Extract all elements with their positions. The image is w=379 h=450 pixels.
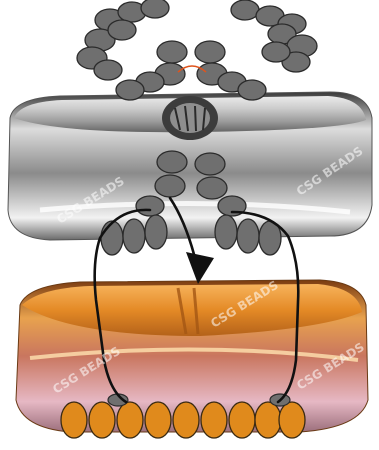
seed-bead-5 xyxy=(201,402,227,438)
seed-bead-9 xyxy=(61,402,87,438)
seed-bead-4 xyxy=(173,402,199,438)
top-seed-bead-cluster xyxy=(77,0,317,100)
bottom-seed-bead-row xyxy=(61,402,305,438)
seed-bead-2 xyxy=(117,402,143,438)
seed-bead-1 xyxy=(89,402,115,438)
seed-bead-7 xyxy=(255,402,281,438)
seed-bead-3 xyxy=(145,402,171,438)
seed-bead-6 xyxy=(229,402,255,438)
seed-bead-8 xyxy=(279,402,305,438)
thread-direction-arrow-icon xyxy=(186,252,214,284)
